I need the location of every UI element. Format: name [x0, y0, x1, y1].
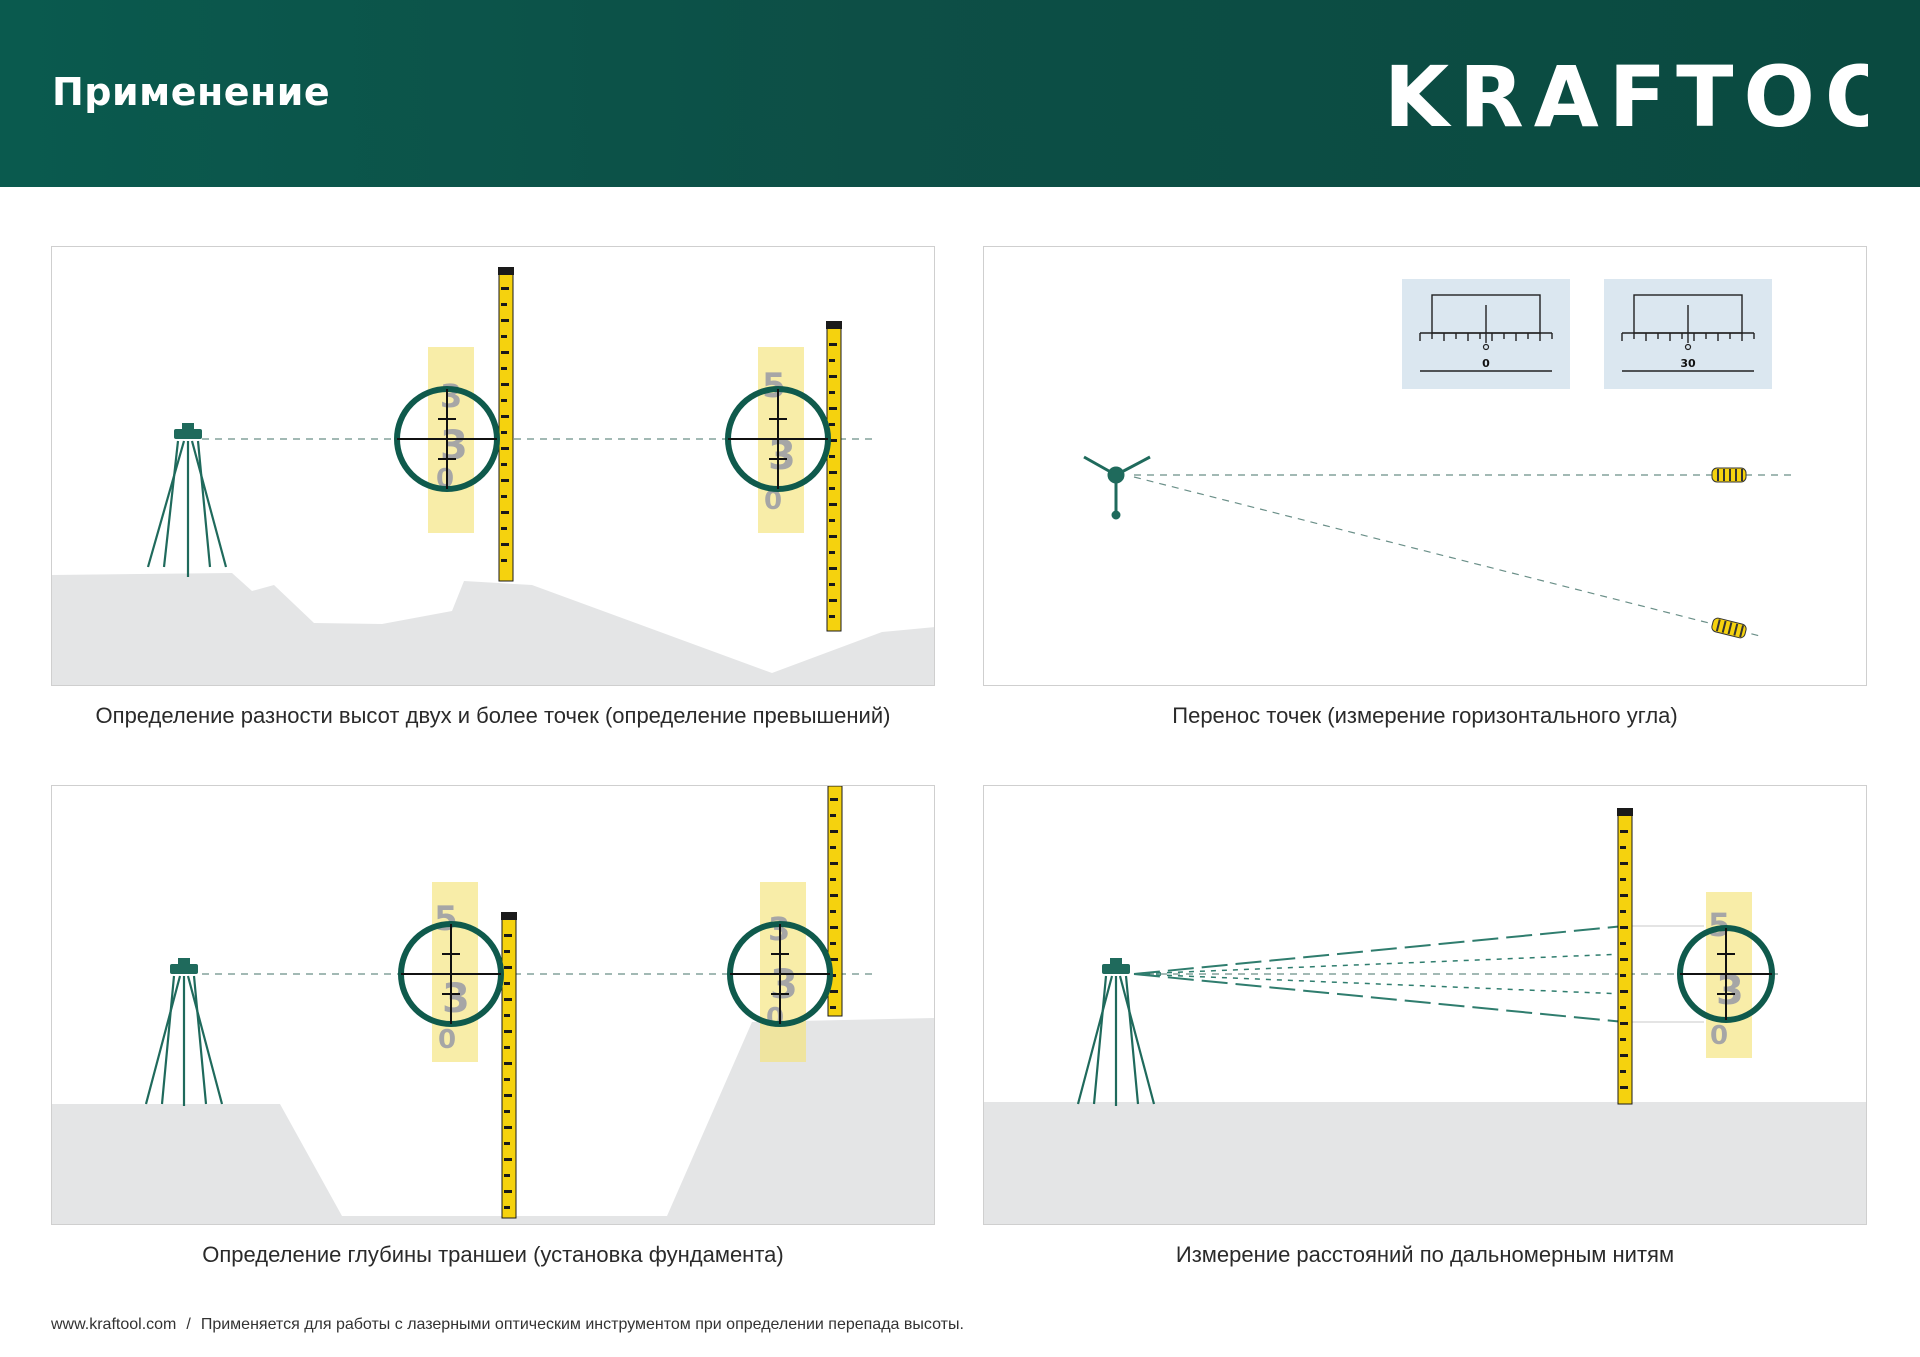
- leveling-staff-right: [826, 321, 842, 632]
- stadia-distance-drawing: 5 3 0: [984, 808, 1866, 1224]
- scope-view-left: 3 3 0: [394, 347, 500, 533]
- svg-text:3: 3: [770, 962, 798, 1008]
- scope-view-right: 3 3 0: [727, 882, 833, 1062]
- svg-text:5: 5: [434, 899, 458, 939]
- illustration-trench-depth: 5 3 0 3 3 0: [51, 785, 935, 1225]
- leveling-staff-bank: [827, 786, 843, 1017]
- svg-text:3: 3: [440, 377, 462, 415]
- header-banner: Применение KRAFTOOL: [0, 0, 1920, 187]
- illustration-horizontal-angle: 0 30: [983, 246, 1867, 686]
- terrain: [52, 573, 934, 685]
- svg-text:5: 5: [762, 366, 786, 406]
- svg-text:0: 0: [438, 1025, 456, 1055]
- tripod-level-icon: [144, 958, 224, 1106]
- tripod-level-icon: [1076, 958, 1156, 1106]
- caption-height-difference: Определение разности высот двух и более …: [95, 703, 891, 728]
- kraftool-logo: KRAFTOOL: [1384, 56, 1868, 130]
- footer-separator: /: [186, 1316, 191, 1333]
- scale-value-zero: 0: [1482, 357, 1490, 370]
- height-difference-drawing: 3 3 0 5 3 0: [52, 267, 934, 685]
- caption-trench-depth: Определение глубины траншеи (установка ф…: [202, 1242, 784, 1267]
- scale-card-zero: 0: [1402, 279, 1570, 389]
- scope-view-left: 5 3 0: [398, 882, 504, 1062]
- svg-text:5: 5: [1708, 906, 1730, 944]
- svg-text:0: 0: [766, 1003, 784, 1033]
- leveling-staff: [1617, 808, 1633, 1105]
- scale-value-thirty: 30: [1680, 357, 1696, 370]
- caption-stadia-distance: Измерение расстояний по дальномерным нит…: [1175, 1242, 1675, 1267]
- scale-card-thirty: 30: [1604, 279, 1772, 389]
- svg-text:3: 3: [442, 976, 470, 1022]
- footer-note: Применяется для работы с лазерными оптич…: [200, 1316, 964, 1333]
- stadia-rays: [1133, 925, 1704, 1023]
- leveling-staff-trench: [501, 912, 517, 1219]
- sight-line-angled: [1133, 476, 1765, 638]
- svg-text:3: 3: [1716, 968, 1744, 1014]
- svg-text:0: 0: [764, 486, 782, 516]
- trench-depth-drawing: 5 3 0 3 3 0: [52, 786, 934, 1224]
- flat-ground: [984, 1102, 1866, 1224]
- svg-text:3: 3: [768, 433, 796, 479]
- illustration-height-difference: 3 3 0 5 3 0: [51, 246, 935, 686]
- staff-top-view-far: [1711, 617, 1747, 639]
- staff-top-view-near: [1711, 467, 1747, 483]
- footer: www.kraftool.com / Применяется для работы …: [51, 1316, 964, 1334]
- caption-horizontal-angle: Перенос точек (измерение горизонтального…: [1172, 703, 1678, 728]
- horizontal-angle-drawing: 0 30: [1083, 279, 1794, 639]
- svg-text:3: 3: [440, 423, 468, 469]
- illustration-stadia-distance: 5 3 0: [983, 785, 1867, 1225]
- scope-view: 5 3 0: [1677, 892, 1775, 1058]
- brand-wordmark: KRAFTOOL: [1384, 56, 1868, 130]
- tripod-level-icon: [146, 423, 228, 577]
- footer-site-link[interactable]: www.kraftool.com: [51, 1316, 177, 1333]
- leveling-staff-left: [498, 267, 514, 582]
- scope-view-right: 5 3 0: [725, 347, 831, 533]
- tripod-top-view-icon: [1083, 455, 1151, 520]
- svg-text:0: 0: [1710, 1021, 1728, 1051]
- trench-terrain: [52, 1018, 934, 1224]
- page-title: Применение: [52, 70, 331, 114]
